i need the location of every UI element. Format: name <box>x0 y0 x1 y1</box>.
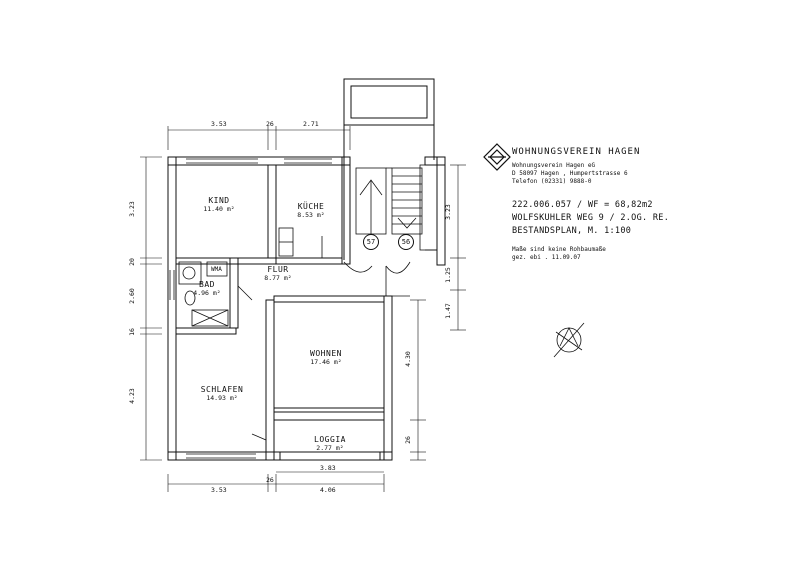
stair-number-56: 56 <box>398 234 414 250</box>
room-bad: BAD 4.96 m² <box>193 280 220 298</box>
company-line-3: Telefon (02331) 9888-0 <box>512 178 592 185</box>
plan-note: Maße sind keine Rohbaumaße <box>512 246 606 253</box>
shaft <box>419 164 438 251</box>
room-loggia: LOGGIA 2.77 m² <box>314 435 346 453</box>
room-area: 14.93 m² <box>206 394 238 402</box>
room-kueche: KÜCHE 8.53 m² <box>297 202 324 220</box>
dim-right-wall: 26 <box>403 436 412 444</box>
room-name: LOGGIA <box>314 435 346 444</box>
dim-left-schlafen: 4.23 <box>127 388 136 404</box>
dim-top-kind: 3.53 <box>211 120 227 128</box>
dim-top-kueche: 2.71 <box>303 120 319 128</box>
dim-loggia-width: 3.83 <box>320 464 336 472</box>
room-area: 8.77 m² <box>264 274 292 282</box>
plan-code: 222.006.057 / WF = 68,82m2 <box>512 200 653 210</box>
dim-right-wohnen: 4.30 <box>403 351 412 367</box>
room-area: 11.40 m² <box>203 205 235 213</box>
dim-bottom-schlafen: 3.53 <box>211 486 227 494</box>
dim-left-wall1: 20 <box>127 258 136 266</box>
company-line-1: Wohnungsverein Hagen eG <box>512 162 596 169</box>
room-name: KIND <box>208 196 230 205</box>
kitchen-stove <box>278 227 294 257</box>
dim-bottom-wohnen: 4.06 <box>320 486 336 494</box>
room-name: SCHLAFEN <box>200 385 244 394</box>
bathroom-fixtures <box>178 261 229 327</box>
room-name: WOHNEN <box>310 349 342 358</box>
room-area: 2.77 m² <box>316 444 344 452</box>
room-name: KÜCHE <box>297 202 325 211</box>
room-area: 8.53 m² <box>297 211 325 219</box>
dim-left-wall2: 16 <box>127 328 136 336</box>
door-swings <box>237 236 411 441</box>
dim-left-kind: 3.23 <box>127 201 136 217</box>
room-name: BAD <box>199 280 215 289</box>
company-line-2: D 58097 Hagen , Humpertstrasse 6 <box>512 170 628 177</box>
room-area: 17.46 m² <box>310 358 342 366</box>
dim-left-bad: 2.60 <box>127 288 136 304</box>
staircase <box>355 167 423 235</box>
dim-right-landing: 1.25 <box>443 267 452 283</box>
room-kind: KIND 11.40 m² <box>203 196 234 214</box>
dim-bottom-wall: 26 <box>266 476 274 484</box>
room-flur: FLUR 8.77 m² <box>264 265 291 283</box>
room-schlafen: SCHLAFEN 14.93 m² <box>201 385 244 403</box>
wma-label: WMA <box>211 266 222 273</box>
windows <box>169 158 332 459</box>
company-logo-icon <box>483 143 511 171</box>
dim-right-corridor: 1.47 <box>443 303 452 319</box>
company-name: WOHNUNGSVEREIN HAGEN <box>512 147 641 157</box>
dimension-lines <box>140 126 466 492</box>
stair-number-57: 57 <box>363 234 379 250</box>
inner-walls <box>175 164 385 461</box>
stairwell-head <box>343 78 435 260</box>
north-arrow-icon <box>553 322 585 358</box>
room-name: FLUR <box>267 265 289 274</box>
plan-scale: BESTANDSPLAN, M. 1:100 <box>512 226 632 236</box>
room-wohnen: WOHNEN 17.46 m² <box>310 349 342 367</box>
dim-right-shaft: 3.23 <box>443 204 452 220</box>
plan-address: WOLFSKUHLER WEG 9 / 2.OG. RE. <box>512 213 670 223</box>
room-area: 4.96 m² <box>193 289 221 297</box>
dim-top-wall: 26 <box>266 120 274 128</box>
drawn-by: gez. ebi . 11.09.07 <box>512 254 581 261</box>
